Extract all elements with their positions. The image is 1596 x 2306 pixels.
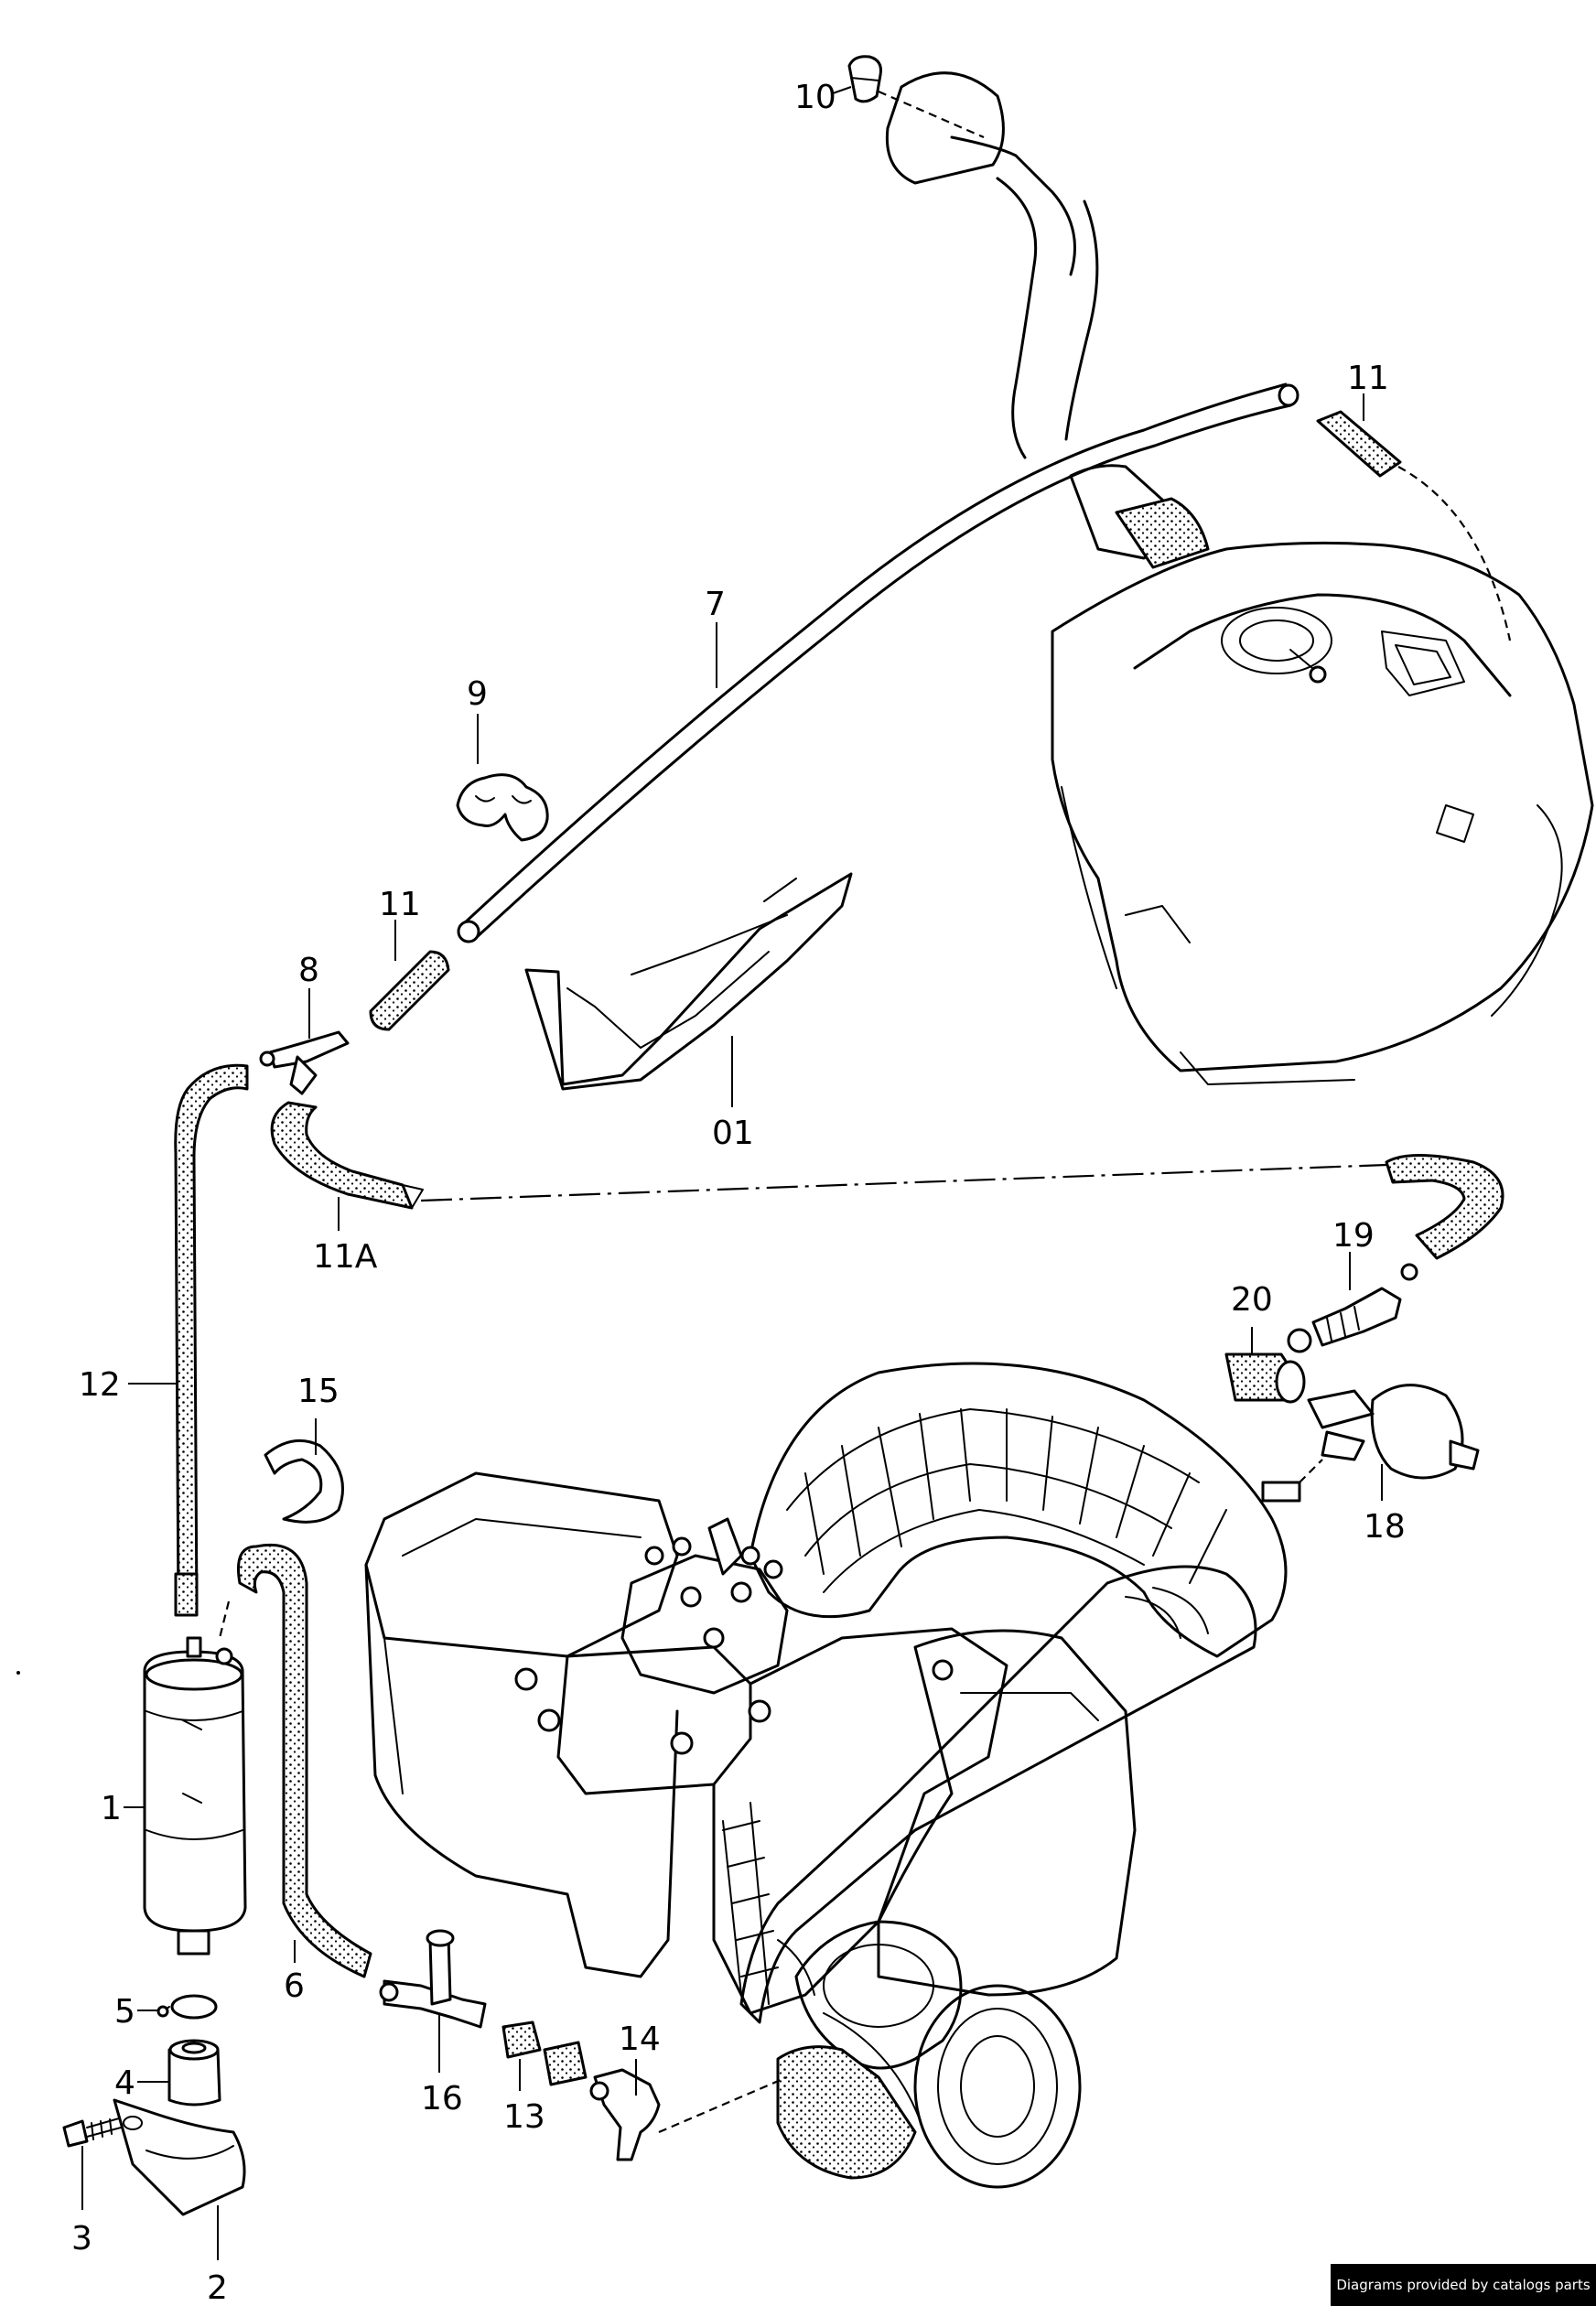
callout-7: 7 bbox=[705, 586, 726, 623]
vent-line bbox=[457, 383, 1299, 943]
callout-labels: 10 11 7 9 11 8 01 11A 19 20 12 15 18 1 5… bbox=[71, 79, 1406, 2306]
hose-right bbox=[1385, 1154, 1504, 1260]
check-valve bbox=[1311, 1263, 1418, 1347]
callout-18: 18 bbox=[1364, 1508, 1406, 1546]
hose-connector bbox=[1224, 1328, 1312, 1404]
connection-dash-valve bbox=[1299, 1459, 1323, 1483]
mounting-bracket bbox=[113, 2098, 246, 2216]
callout-leaders bbox=[81, 86, 1383, 2260]
stray-dot bbox=[16, 1671, 20, 1675]
callout-19: 19 bbox=[1332, 1217, 1375, 1255]
bracket bbox=[524, 872, 853, 1091]
vent-valve-cap bbox=[847, 55, 882, 103]
connection-dash-elbow bbox=[658, 2075, 788, 2134]
callout-20: 20 bbox=[1231, 1281, 1273, 1319]
callout-14: 14 bbox=[619, 2020, 661, 2058]
filler-neck bbox=[878, 71, 1210, 569]
callout-01: 01 bbox=[712, 1115, 754, 1152]
callout-11a: 11A bbox=[313, 1238, 378, 1276]
rubber-grommet bbox=[167, 2039, 221, 2107]
connection-dash-tank bbox=[1397, 466, 1512, 641]
hose-11a bbox=[270, 1101, 424, 1210]
hose-clip bbox=[264, 1439, 344, 1524]
callout-3: 3 bbox=[71, 2220, 92, 2258]
clip bbox=[456, 773, 549, 842]
callout-11-middle: 11 bbox=[379, 886, 421, 923]
connection-dashdot bbox=[420, 1163, 1387, 1202]
callout-11-top: 11 bbox=[1347, 360, 1389, 397]
hose-piece-middle bbox=[369, 950, 450, 1031]
hose-6 bbox=[218, 1543, 372, 1978]
callout-9: 9 bbox=[467, 675, 488, 713]
vacuum-valve bbox=[1307, 1384, 1480, 1480]
charcoal-canister bbox=[143, 1636, 247, 1956]
callout-12: 12 bbox=[79, 1366, 121, 1404]
elbow-connector bbox=[589, 2068, 661, 2161]
credit-banner: Diagrams provided by catalogs parts bbox=[1331, 2264, 1596, 2306]
hose-clamp bbox=[156, 1994, 218, 2020]
callout-6: 6 bbox=[284, 1967, 305, 2005]
fuel-tank bbox=[1051, 541, 1594, 1085]
callout-4: 4 bbox=[114, 2064, 135, 2102]
hose-piece-top bbox=[1316, 410, 1402, 478]
bolt bbox=[62, 2117, 122, 2148]
callout-13: 13 bbox=[503, 2098, 545, 2136]
callout-8: 8 bbox=[298, 952, 319, 989]
hose-12 bbox=[174, 1063, 249, 1617]
callout-15: 15 bbox=[297, 1373, 340, 1410]
callout-1: 1 bbox=[101, 1790, 122, 1827]
hose-pieces-13 bbox=[501, 2020, 588, 2086]
callout-16: 16 bbox=[421, 2080, 463, 2117]
callout-2: 2 bbox=[207, 2269, 228, 2306]
callout-5: 5 bbox=[114, 1993, 135, 2031]
t-piece-connector bbox=[259, 1030, 350, 1095]
callout-10: 10 bbox=[794, 79, 836, 116]
engine-assembly bbox=[364, 1362, 1301, 2189]
t-piece bbox=[379, 1929, 487, 2029]
